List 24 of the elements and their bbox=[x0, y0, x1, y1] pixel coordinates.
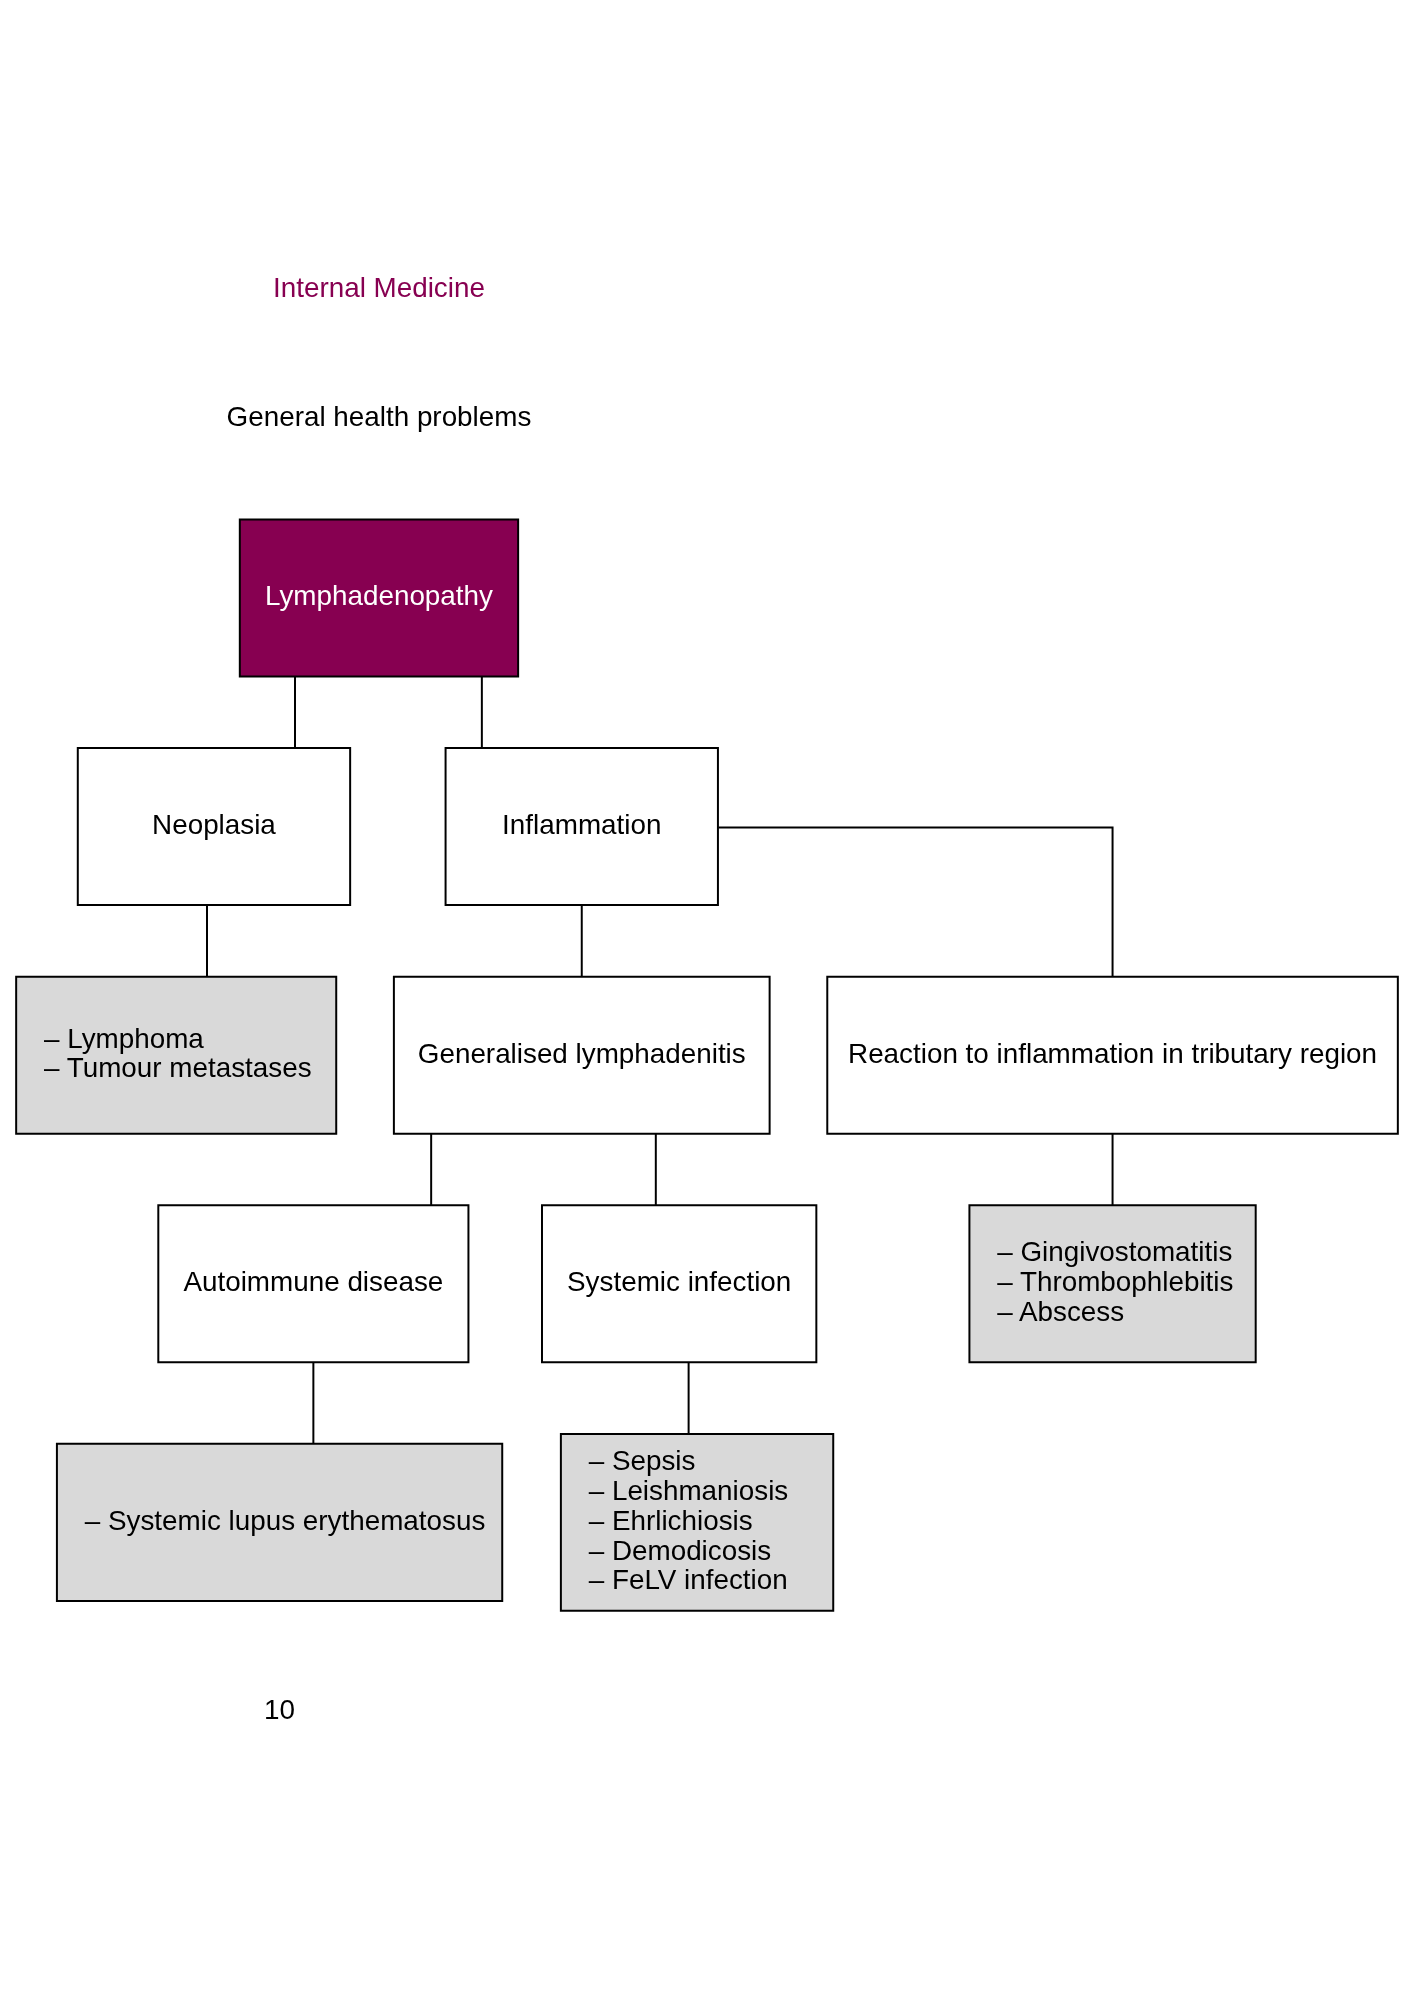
node-box: Lymphadenopathy bbox=[238, 517, 520, 677]
connector bbox=[294, 675, 296, 749]
connector bbox=[654, 1132, 657, 1206]
connector bbox=[480, 675, 483, 749]
connector bbox=[687, 1361, 690, 1435]
connector bbox=[717, 826, 1114, 977]
node-box: Systemic infection bbox=[541, 1203, 818, 1363]
connector bbox=[206, 903, 208, 977]
node-box: Autoimmune disease bbox=[157, 1203, 470, 1363]
connector bbox=[430, 1132, 433, 1206]
node-box: Reaction to inflammation in tributary region bbox=[826, 975, 1399, 1135]
label: 10 bbox=[264, 1693, 296, 1725]
node-box: Neoplasia bbox=[76, 746, 352, 906]
connector bbox=[580, 903, 583, 977]
node-box: Inflammation bbox=[444, 746, 719, 906]
node-box: – Sepsis – Leishmaniosis – Ehrlichiosis – Demodicosis – FeLV infection bbox=[559, 1432, 835, 1612]
label: Internal Medicine bbox=[273, 271, 485, 303]
node-box: – Systemic lupus erythematosus bbox=[55, 1442, 504, 1602]
node-box: Generalised lymphadenitis bbox=[392, 975, 771, 1135]
connector bbox=[1111, 1132, 1114, 1206]
node-box: – Lymphoma – Tumour metastases bbox=[15, 975, 338, 1135]
connector bbox=[312, 1361, 315, 1445]
node-box: – Gingivostomatitis – Thrombophlebitis – Abscess bbox=[968, 1203, 1257, 1363]
label: General health problems bbox=[226, 400, 532, 432]
